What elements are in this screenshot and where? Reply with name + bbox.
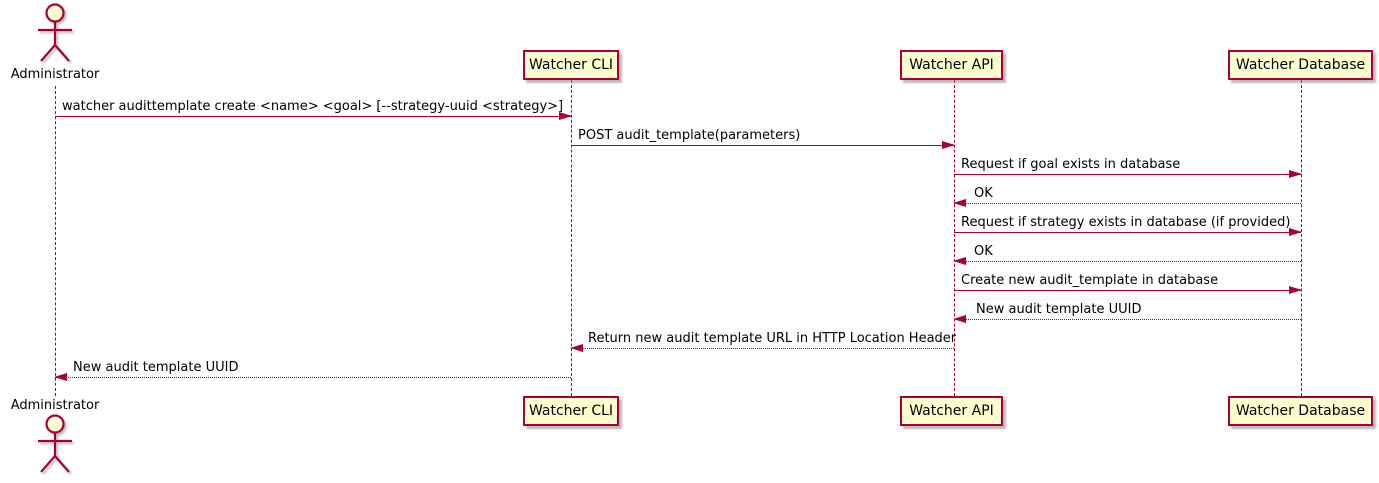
arrowhead-left-icon (570, 344, 583, 352)
arrowhead-left-icon (953, 199, 966, 207)
arrowhead-right-icon (1289, 170, 1302, 178)
message-label: watcher audittemplate create <name> <goa… (62, 99, 564, 114)
arrow-left-dashed (953, 199, 1301, 207)
participant-watcher-cli-bottom: Watcher CLI (523, 396, 619, 426)
lifeline-watcher-api (954, 80, 955, 396)
message-ok-strategy: OK (953, 244, 1301, 265)
participant-watcher-database-bottom: Watcher Database (1228, 396, 1373, 426)
message-return-url-location-header: Return new audit template URL in HTTP Lo… (570, 331, 957, 352)
arrowhead-right-icon (1289, 228, 1302, 236)
arrow-left-dashed (570, 344, 954, 352)
participant-watcher-api-top: Watcher API (900, 50, 1003, 80)
participant-watcher-database-top: Watcher Database (1228, 50, 1373, 80)
message-post-audit-template: POST audit_template(parameters) (571, 128, 955, 149)
arrowhead-left-icon (953, 257, 966, 265)
message-request-strategy-exists: Request if strategy exists in database (… (954, 215, 1302, 236)
arrow-left-dashed (953, 257, 1301, 265)
arrowhead-right-icon (1289, 286, 1302, 294)
arrow-right (954, 170, 1302, 178)
arrowhead-left-icon (54, 373, 67, 381)
message-label: New audit template UUID (73, 360, 239, 375)
lifeline-watcher-cli (571, 80, 572, 396)
message-label: Request if strategy exists in database (… (961, 215, 1291, 230)
message-ok-goal: OK (953, 186, 1301, 207)
message-label: Return new audit template URL in HTTP Lo… (588, 331, 957, 346)
actor-icon (38, 414, 72, 473)
lifeline-watcher-database (1301, 80, 1302, 396)
arrowhead-right-icon (942, 141, 955, 149)
arrow-right (954, 286, 1302, 294)
arrow-right (55, 112, 572, 120)
actor-icon (38, 3, 72, 62)
arrow-left-dashed (54, 373, 571, 381)
message-create-audittemplate: watcher audittemplate create <name> <goa… (55, 99, 572, 120)
message-label: OK (974, 244, 993, 259)
lifeline-administrator (55, 86, 56, 396)
arrow-left-dashed (953, 315, 1301, 323)
message-label: Create new audit_template in database (961, 273, 1219, 288)
participant-watcher-api-bottom: Watcher API (900, 396, 1003, 426)
message-new-uuid-to-admin: New audit template UUID (54, 360, 571, 381)
message-request-goal-exists: Request if goal exists in database (954, 157, 1302, 178)
participant-watcher-cli-top: Watcher CLI (523, 50, 619, 80)
message-label: Request if goal exists in database (961, 157, 1181, 172)
message-label: POST audit_template(parameters) (578, 128, 801, 143)
participant-label-administrator-bottom: Administrator (10, 398, 100, 413)
arrowhead-right-icon (559, 112, 572, 120)
arrow-right (954, 228, 1302, 236)
message-label: New audit template UUID (976, 302, 1142, 317)
message-new-uuid-from-db: New audit template UUID (953, 302, 1301, 323)
participant-label-administrator-top: Administrator (10, 67, 100, 82)
arrow-right (571, 141, 955, 149)
arrowhead-left-icon (953, 315, 966, 323)
message-create-audit-template-db: Create new audit_template in database (954, 273, 1302, 294)
message-label: OK (974, 186, 993, 201)
